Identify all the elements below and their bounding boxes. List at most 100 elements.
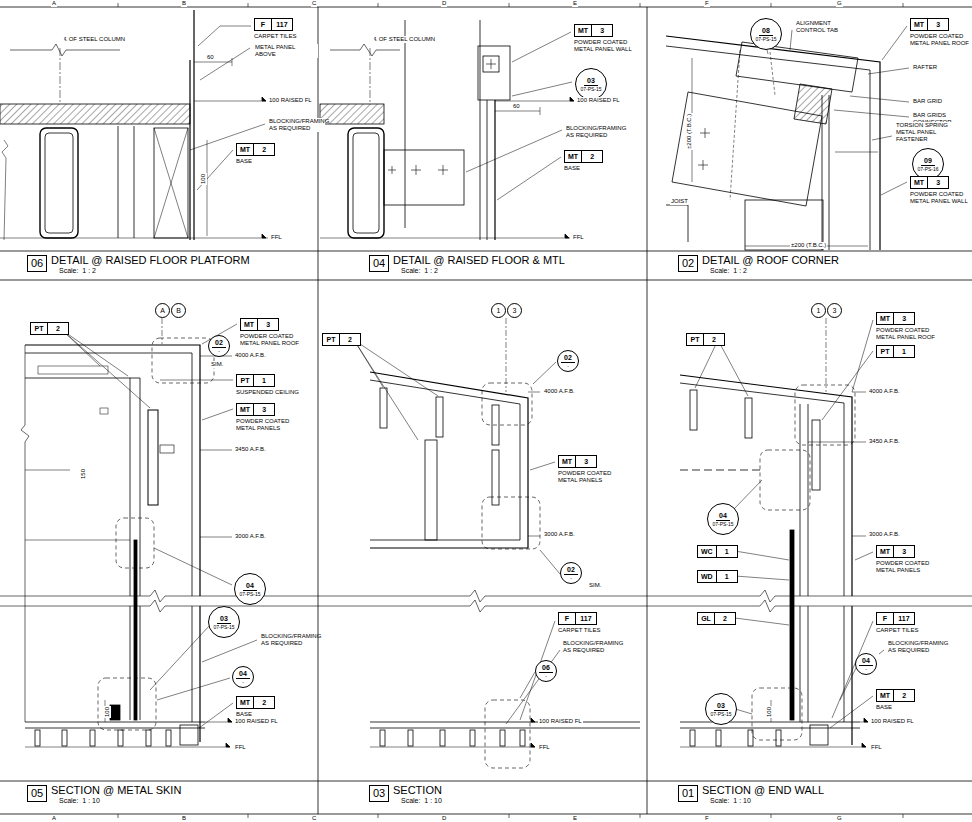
annotation-label: RAFTER xyxy=(912,64,938,71)
material-tag: F117CARPET TILES xyxy=(876,612,918,634)
sheet-reference: - xyxy=(570,575,572,581)
tag-description: BASE xyxy=(564,165,603,172)
detail-callout: 0807-PS-15 xyxy=(750,18,782,50)
tag-number: 2 xyxy=(582,150,603,163)
tag-row: MT3 xyxy=(876,545,940,558)
view-title-text: DETAIL @ ROOF CORNERScale: 1 : 2 xyxy=(702,255,839,274)
view-number: 06 xyxy=(27,255,47,272)
view-name: SECTION xyxy=(393,785,442,797)
material-tag: MT2BASE xyxy=(236,143,275,165)
tag-type: MT xyxy=(876,545,894,558)
grid-bubble: B xyxy=(171,303,186,318)
material-tag: F117CARPET TILES xyxy=(254,18,296,40)
view-scale: Scale: 1 : 10 xyxy=(401,797,442,805)
tag-row: MT2 xyxy=(236,143,275,156)
view-number: 05 xyxy=(27,785,47,802)
view-scale: Scale: 1 : 2 xyxy=(710,267,839,275)
material-tag: MT2BASE xyxy=(564,150,603,172)
detail-callout: 02- xyxy=(560,562,582,584)
view-title: 01SECTION @ END WALLScale: 1 : 10 xyxy=(678,785,824,804)
annotation-label: D xyxy=(441,0,447,7)
annotation-label: 100 RAISED FL xyxy=(576,97,621,104)
annotation-label: B xyxy=(181,815,187,822)
annotation-label: C xyxy=(311,815,317,822)
sheet-reference: 07-PS-15 xyxy=(580,86,601,92)
annotation-label: BLOCKING/FRAMING AS REQUIRED xyxy=(565,125,627,139)
tag-row: F117 xyxy=(254,18,296,31)
tag-description: POWDER COATED METAL PANEL ROOF xyxy=(876,327,940,341)
annotation-label: B xyxy=(181,0,187,7)
sheet-reference: 07-PS-15 xyxy=(710,711,731,717)
tag-description: POWDER COATED METAL PANELS xyxy=(876,560,940,574)
tag-type: PT xyxy=(30,322,48,335)
tag-number: 1 xyxy=(894,345,915,358)
tag-number: 2 xyxy=(340,333,361,346)
annotation-label: BLOCKING/FRAMING AS REQUIRED xyxy=(260,633,317,647)
detail-callout: 0407-PS-15 xyxy=(707,503,739,535)
sheet-reference: 07-PS-15 xyxy=(755,36,776,42)
tag-type: WC xyxy=(697,545,717,558)
tag-number: 2 xyxy=(704,333,725,346)
annotation-label: METAL PANEL ABOVE xyxy=(254,44,318,58)
annotation-label: 100 xyxy=(104,706,111,718)
annotation-label: 4000 A.F.B. xyxy=(868,388,901,395)
annotation-label: E xyxy=(572,815,578,822)
tag-type: MT xyxy=(876,689,894,702)
annotation-label: FFL xyxy=(270,234,283,241)
view-name: DETAIL @ RAISED FLOOR & MTL xyxy=(393,255,565,267)
annotation-label: F xyxy=(704,815,710,822)
sheet-reference: - xyxy=(567,363,569,369)
detail-callout: 04- xyxy=(855,653,877,675)
tag-description: POWDER COATED METAL PANEL WALL xyxy=(910,191,972,205)
annotation-label: 100 RAISED FL xyxy=(870,718,915,725)
grid-bubble: 3 xyxy=(507,303,522,318)
grid-label: 1 xyxy=(497,307,501,314)
tag-row: WD1 xyxy=(697,570,738,583)
view-title-text: DETAIL @ RAISED FLOOR PLATFORMScale: 1 :… xyxy=(51,255,250,274)
material-tag: MT3POWDER COATED METAL PANEL WALL xyxy=(910,176,972,205)
tag-type: MT xyxy=(236,696,254,709)
annotation-label: BLOCKING/FRAMING AS REQUIRED xyxy=(562,640,624,654)
material-tag: WC1 xyxy=(697,545,738,558)
view-name: DETAIL @ RAISED FLOOR PLATFORM xyxy=(51,255,250,267)
annotation-label: E xyxy=(572,0,578,7)
tag-type: PT xyxy=(322,333,340,346)
tag-number: 2 xyxy=(254,143,275,156)
callout-number: 02 xyxy=(564,566,578,575)
annotation-label: ±200 (T.B.C.) xyxy=(790,242,827,249)
material-tag: MT3POWDER COATED METAL PANELS xyxy=(876,545,940,574)
annotation-label: FFL xyxy=(538,744,551,751)
annotation-label: SIM. xyxy=(210,361,224,368)
callout-number: 03 xyxy=(584,77,598,86)
tag-row: PT2 xyxy=(322,333,361,346)
tag-type: MT xyxy=(236,403,254,416)
tag-type: MT xyxy=(910,176,928,189)
view-name: DETAIL @ ROOF CORNER xyxy=(702,255,839,267)
tag-description: CARPET TILES xyxy=(558,627,600,634)
annotation-label: 3000 A.F.B. xyxy=(543,531,576,538)
material-tag: MT3POWDER COATED METAL PANEL ROOF xyxy=(910,18,972,47)
tag-type: F xyxy=(254,18,272,31)
callout-number: 04 xyxy=(236,670,250,679)
tag-number: 2 xyxy=(894,689,915,702)
callout-number: 04 xyxy=(716,512,730,521)
tag-row: MT3 xyxy=(910,176,972,189)
annotation-label: TORSION SPRING METAL PANEL FASTENER xyxy=(895,122,969,143)
grid-label: A xyxy=(160,307,165,314)
tag-description: SUSPENDED CEILING xyxy=(236,389,299,396)
grid-bubble: 1 xyxy=(811,303,826,318)
view-title-text: DETAIL @ RAISED FLOOR & MTLScale: 1 : 2 xyxy=(393,255,565,274)
tag-row: MT3 xyxy=(240,318,304,331)
callout-number: 03 xyxy=(714,702,728,711)
annotation-label: 60 xyxy=(206,54,215,61)
tag-row: F117 xyxy=(876,612,918,625)
tag-type: GL xyxy=(697,612,715,625)
annotation-label: 100 xyxy=(200,173,207,185)
detail-callout: 02- xyxy=(208,335,230,357)
annotation-label: 100 RAISED FL xyxy=(538,718,583,725)
view-name: SECTION @ END WALL xyxy=(702,785,824,797)
view-number: 01 xyxy=(678,785,698,802)
tag-row: GL2 xyxy=(697,612,736,625)
annotation-label: 150 xyxy=(80,468,87,480)
